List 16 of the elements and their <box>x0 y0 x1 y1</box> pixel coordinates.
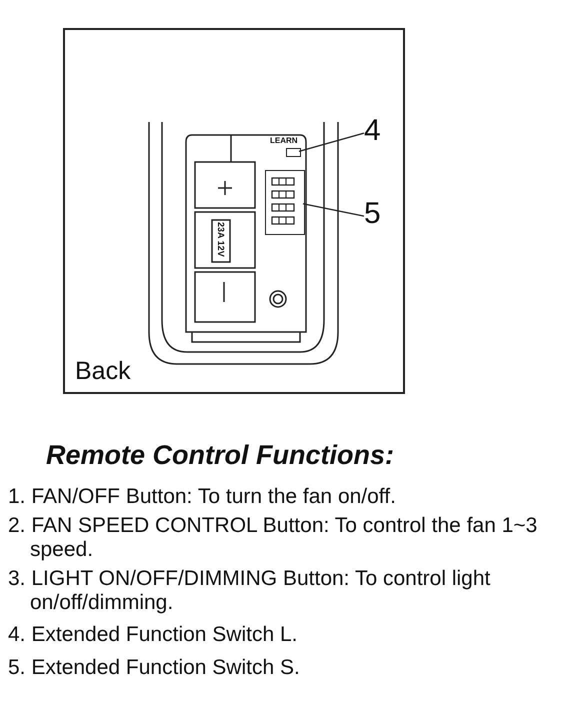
leader-line <box>298 132 364 152</box>
learn-button <box>286 148 301 157</box>
button-label: LEARN <box>270 136 298 145</box>
callout-number: 4 <box>364 114 388 148</box>
list-item: 3. LIGHT ON/OFF/DIMMING Button: To control light on/off/dimming. <box>8 567 492 615</box>
list-item: 5. Extended Function Switch S. <box>8 656 301 680</box>
leader-line <box>302 203 364 217</box>
callout-number: 5 <box>364 197 388 231</box>
list-item: 2. FAN SPEED CONTROL Button: To control the fan 1~3 speed. <box>8 514 538 562</box>
dip-switch <box>265 170 305 235</box>
battery-label: 23A 12V <box>216 222 226 257</box>
list-item: 1. FAN/OFF Button: To turn the fan on/off. <box>8 485 397 509</box>
figure-frame <box>63 28 405 394</box>
view-label: Back <box>75 357 131 386</box>
list-item: 4. Extended Function Switch L. <box>8 623 298 647</box>
section-heading: Remote Control Functions: <box>46 440 394 471</box>
